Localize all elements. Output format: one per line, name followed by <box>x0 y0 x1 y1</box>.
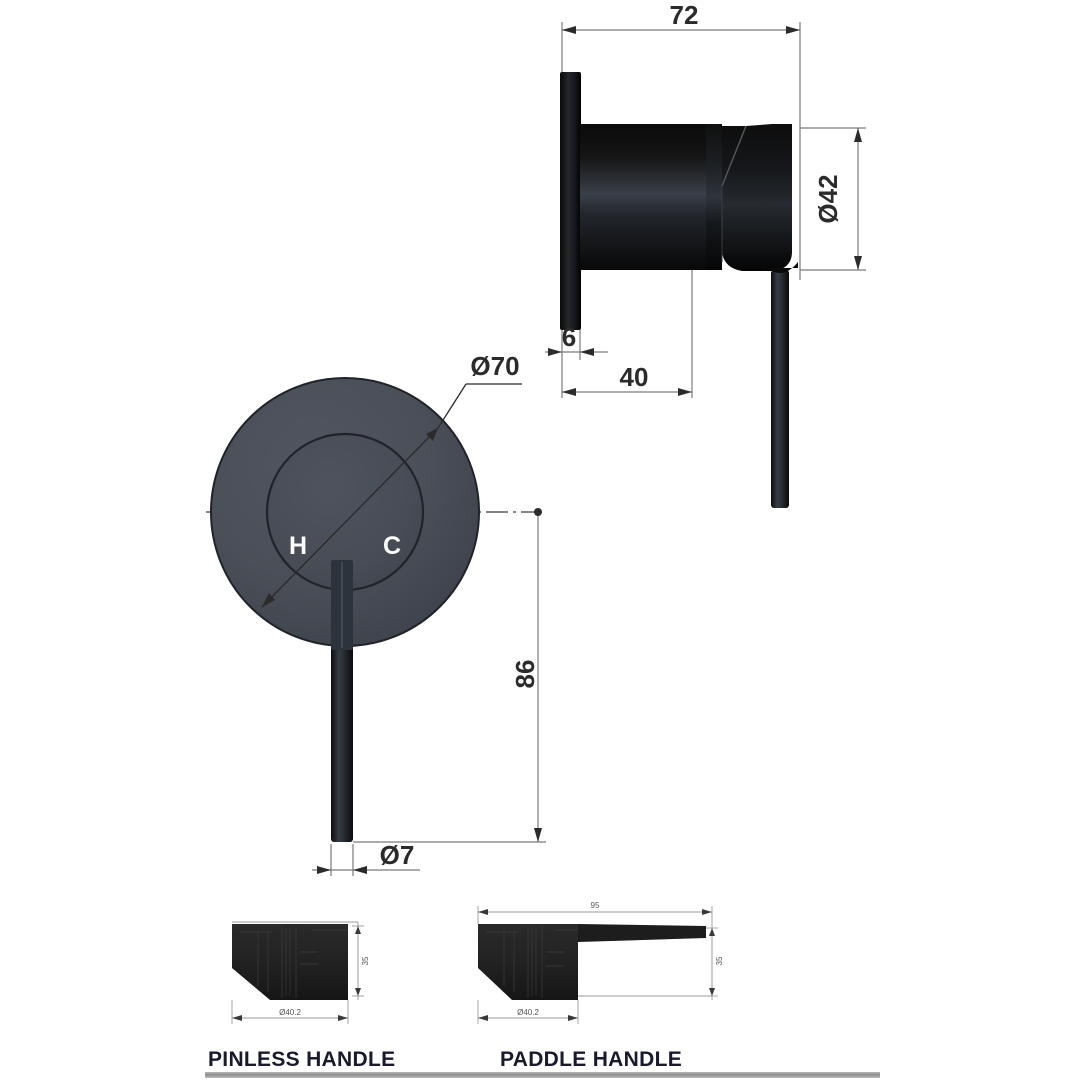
front-view-geometry <box>210 377 480 842</box>
pinless-dim-width: Ø40.2 <box>279 1008 301 1017</box>
detail-view-pinless: Ø40.2 35 <box>231 921 370 1024</box>
marking-cold: C <box>383 532 401 560</box>
side-view-geometry <box>560 72 798 508</box>
side-lever-root <box>762 262 798 273</box>
plate-diameter-leader <box>261 383 522 608</box>
paddle-handle-arm <box>578 924 706 942</box>
side-outer-cap <box>722 124 792 271</box>
side-body-cylinder <box>580 124 706 270</box>
side-view-dimension-arrows <box>548 26 862 396</box>
paddle-dim-width: Ø40.2 <box>517 1008 539 1017</box>
side-view-dimension-lines <box>545 22 866 398</box>
lever-length-arrows <box>534 508 542 842</box>
dim-lever-diameter: Ø7 <box>380 840 415 870</box>
caption-paddle-handle: PADDLE HANDLE <box>500 1048 682 1071</box>
dim-body-diameter: Ø42 <box>813 174 843 223</box>
marking-hot: H <box>289 532 307 560</box>
side-lever-handle <box>771 270 789 508</box>
dim-body-projection: 40 <box>620 362 649 392</box>
side-flange-plate <box>560 72 581 330</box>
lever-length-dimension <box>353 512 546 843</box>
dim-overall-length: 72 <box>670 0 699 30</box>
side-transition-ring <box>706 124 722 270</box>
caption-pinless-handle: PINLESS HANDLE <box>208 1048 395 1071</box>
detail-view-paddle: 95 Ø40.2 35 <box>477 901 724 1024</box>
dim-lever-length: 86 <box>510 660 540 689</box>
paddle-dim-height: 35 <box>715 956 724 965</box>
side-cap-parting-line <box>721 125 747 187</box>
plate-diameter-leader-arrows <box>262 428 438 607</box>
footer-rule <box>205 1072 880 1078</box>
paddle-dim-length: 95 <box>591 901 600 910</box>
dim-flange-thickness: 6 <box>562 322 576 352</box>
lever-diameter-arrows <box>317 866 367 874</box>
dim-plate-diameter: Ø70 <box>470 351 519 381</box>
pinless-dim-height: 35 <box>361 956 370 965</box>
